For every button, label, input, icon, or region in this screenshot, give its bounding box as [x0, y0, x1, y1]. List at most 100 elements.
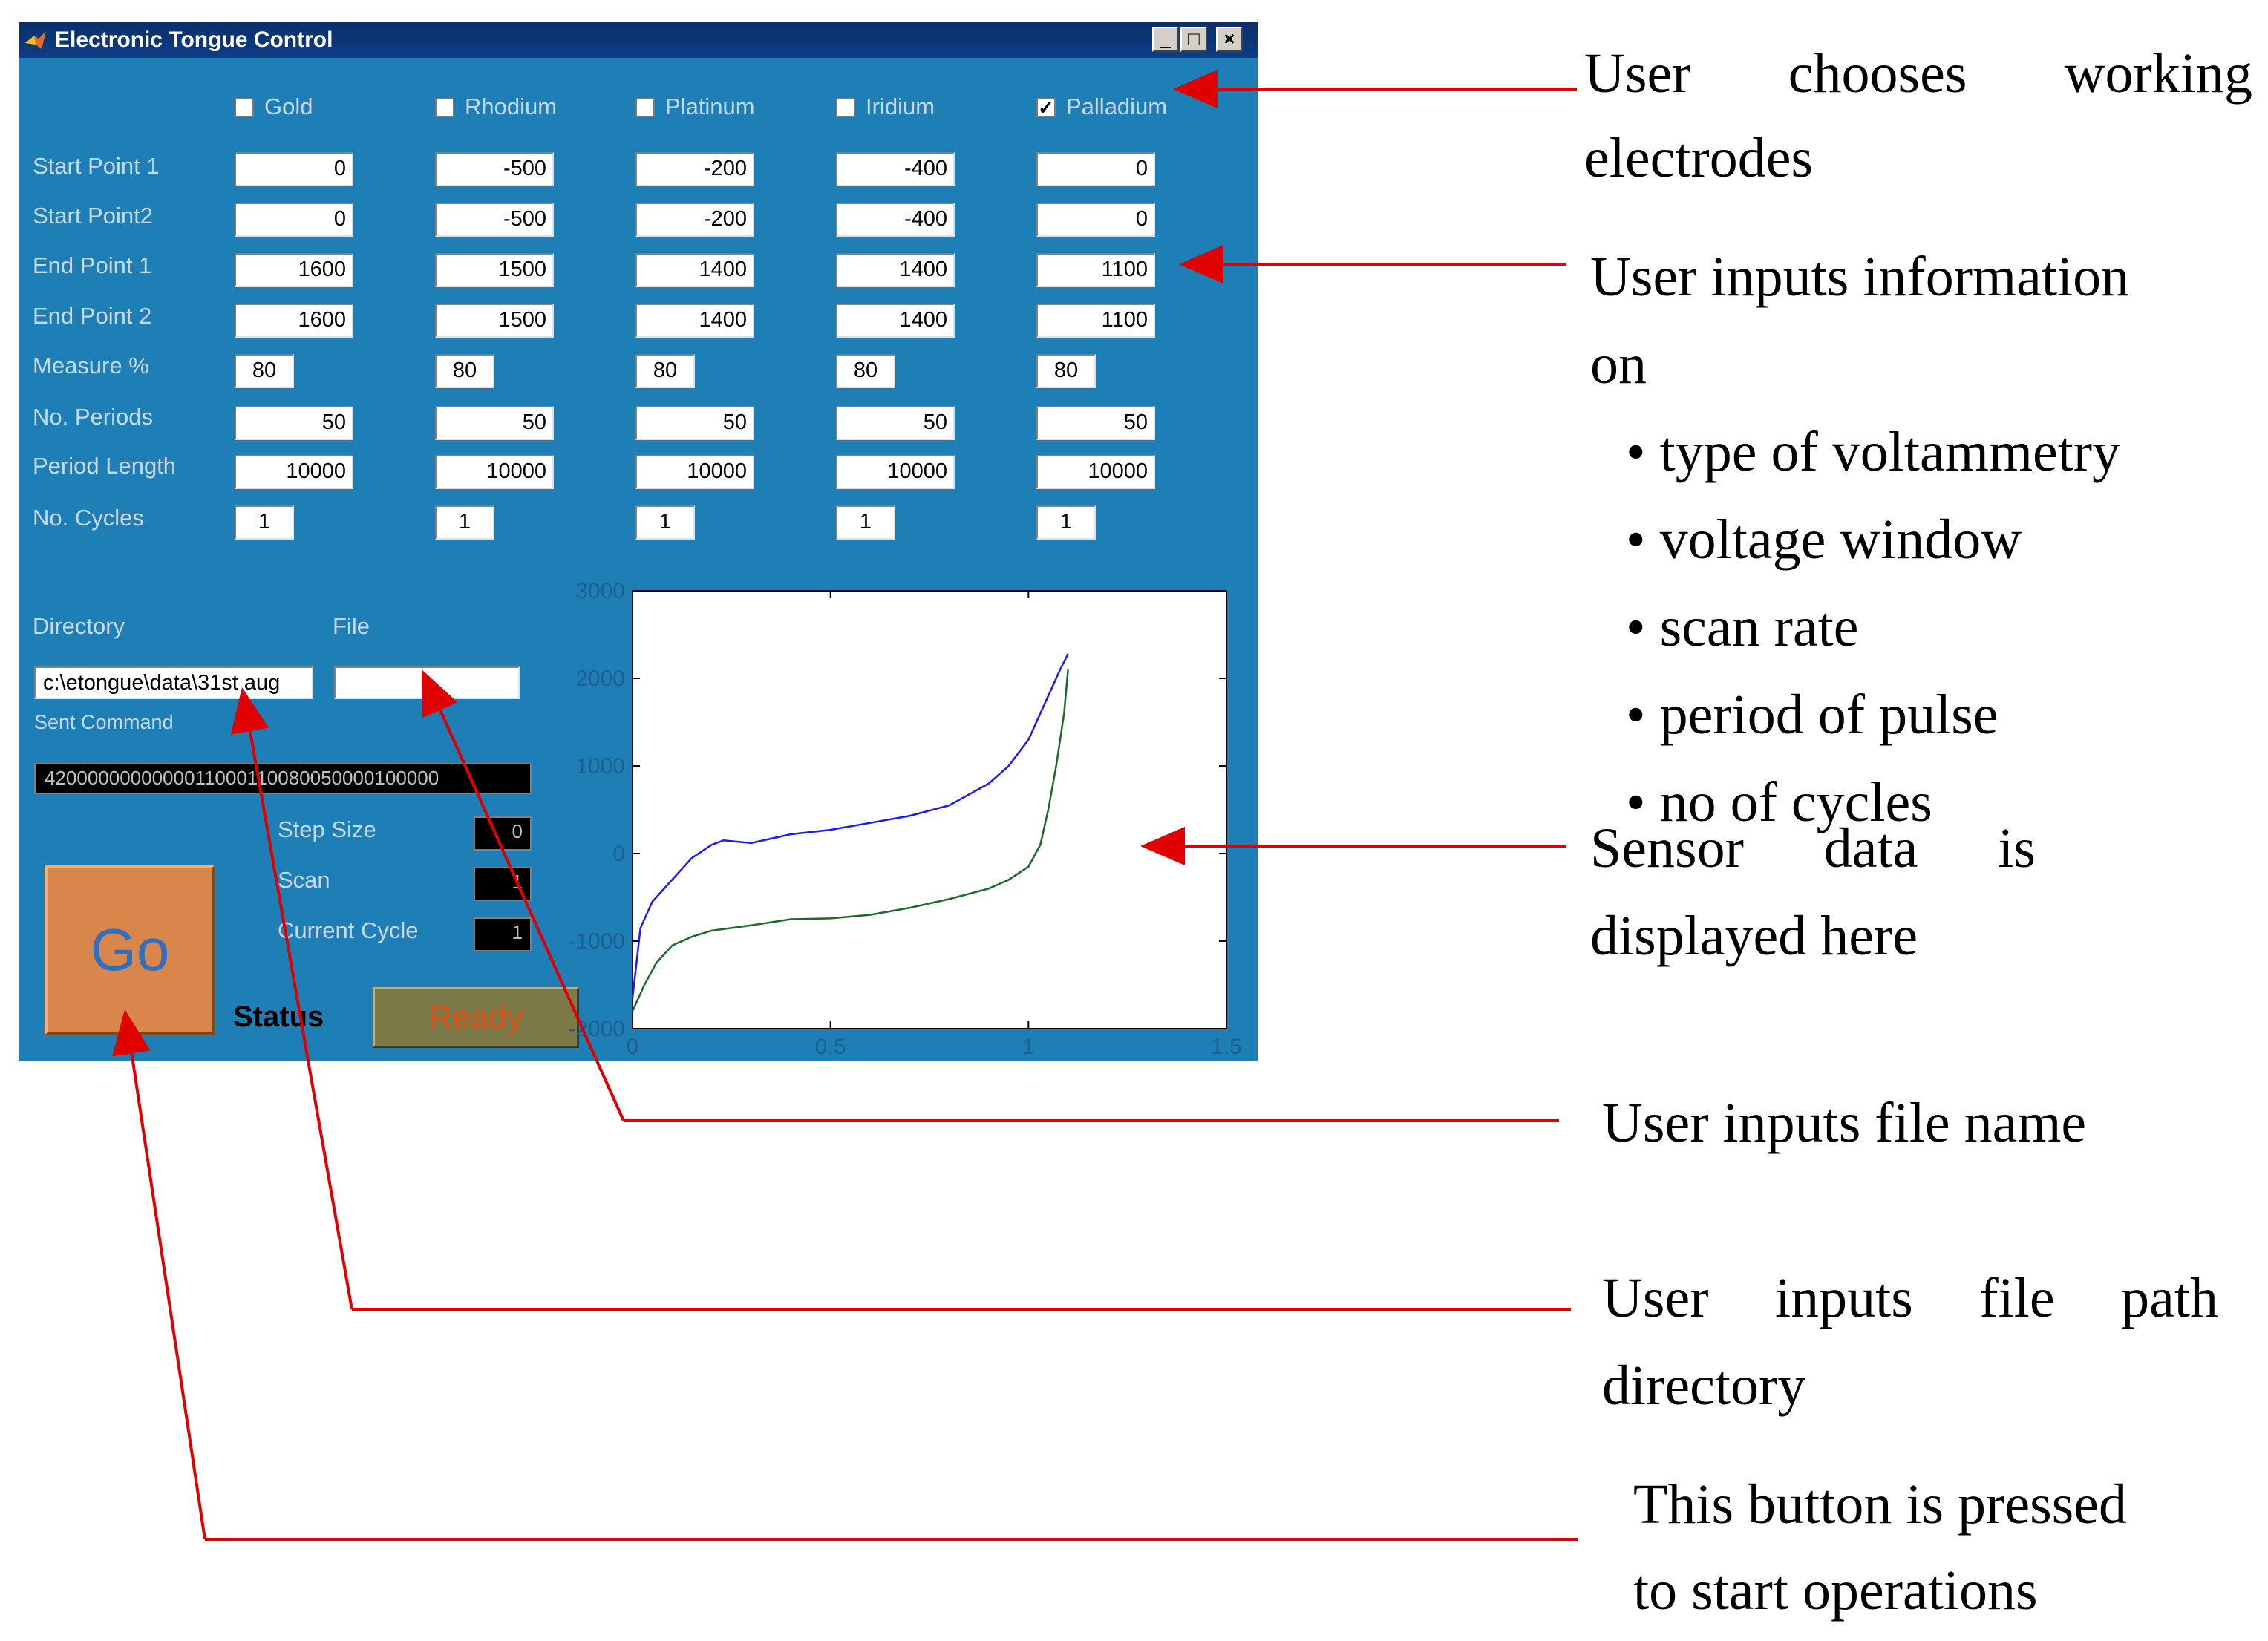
annotation-file-path-line-2: directory	[1602, 1355, 1806, 1417]
electrode-checkbox-rhodium[interactable]	[435, 98, 454, 117]
measure-input-platinum[interactable]: 80	[635, 354, 695, 388]
label-start-point-1: Start Point 1	[33, 153, 160, 179]
x-tick-label: 0	[627, 1035, 639, 1059]
status-indicator: Ready	[373, 987, 579, 1048]
period-length-input-iridium[interactable]: 10000	[836, 455, 955, 489]
end1-input-platinum[interactable]: 1400	[635, 253, 754, 287]
period-length-input-platinum[interactable]: 10000	[635, 455, 754, 489]
end2-input-rhodium[interactable]: 1500	[435, 304, 554, 338]
close-button[interactable]: ×	[1216, 27, 1243, 52]
measure-input-rhodium[interactable]: 80	[435, 354, 494, 388]
label-period-length: Period Length	[33, 453, 177, 479]
annotation-bullet-item: • no of cycles	[1626, 770, 1932, 835]
start1-input-rhodium[interactable]: -500	[435, 152, 554, 186]
cycles-input-iridium[interactable]: 1	[836, 505, 895, 540]
annotation-word: working	[2064, 42, 2252, 105]
arrow-head-inputs	[1179, 245, 1223, 284]
electrode-checkbox-platinum[interactable]	[635, 98, 655, 117]
arrow-head-electrodes	[1173, 70, 1218, 108]
start1-input-platinum[interactable]: -200	[635, 152, 754, 186]
y-tick-label: 1000	[575, 754, 625, 779]
label-end-point-1: End Point 1	[33, 252, 152, 278]
label-start-point-2: Start Point2	[33, 203, 153, 229]
electronic-tongue-window: Electronic Tongue Control _ □ × Start Po…	[19, 22, 1258, 1061]
minimize-button[interactable]: _	[1152, 27, 1179, 52]
annotation-bullet-item: • voltage window	[1626, 508, 2022, 572]
bullet-text: period of pulse	[1659, 684, 1999, 746]
cycles-input-platinum[interactable]: 1	[635, 505, 695, 540]
cycles-input-rhodium[interactable]: 1	[435, 505, 494, 540]
y-tick-label: -1000	[568, 929, 625, 954]
label-end-point-2: End Point 2	[33, 303, 152, 329]
start2-input-rhodium[interactable]: -500	[435, 203, 554, 237]
periods-input-palladium[interactable]: 50	[1036, 406, 1155, 440]
annotation-go-line-2: to start operations	[1633, 1559, 2038, 1622]
annotation-word: User	[1584, 42, 1691, 105]
current-cycle-display: 1	[474, 917, 532, 951]
electrode-checkbox-iridium[interactable]	[836, 98, 855, 117]
start1-input-palladium[interactable]: 0	[1036, 152, 1155, 186]
directory-label: Directory	[33, 613, 125, 639]
start2-input-gold[interactable]: 0	[235, 203, 353, 237]
annotation-bullet-item: • scan rate	[1626, 595, 1859, 660]
bullet-text: scan rate	[1659, 596, 1859, 658]
file-label: File	[333, 613, 370, 639]
bullet-text: no of cycles	[1659, 771, 1932, 833]
periods-input-rhodium[interactable]: 50	[435, 406, 554, 440]
electrode-label-palladium: Palladium	[1066, 94, 1168, 119]
series-line-1	[631, 653, 1069, 998]
annotation-file-name: User inputs file name	[1602, 1092, 2087, 1154]
periods-input-platinum[interactable]: 50	[635, 406, 754, 440]
status-label: Status	[233, 1000, 324, 1033]
current-cycle-label: Current Cycle	[278, 917, 419, 943]
electrode-checkbox-palladium[interactable]: ✓	[1036, 98, 1056, 117]
label-no-cycles: No. Cycles	[33, 505, 144, 531]
go-button[interactable]: Go	[45, 865, 215, 1035]
annotation-electrodes-line-1: User chooses working	[1584, 42, 2252, 106]
periods-input-gold[interactable]: 50	[235, 406, 353, 440]
annotation-word: is	[1998, 817, 2036, 880]
title-bar: Electronic Tongue Control _ □ ×	[19, 22, 1258, 58]
arrow-head-sensor	[1140, 827, 1185, 865]
bullet-icon: •	[1626, 596, 1660, 658]
annotation-word: file	[1979, 1267, 2055, 1329]
annotation-word: User	[1602, 1267, 1709, 1329]
measure-input-gold[interactable]: 80	[235, 354, 294, 388]
end2-input-platinum[interactable]: 1400	[635, 304, 754, 338]
period-length-input-palladium[interactable]: 10000	[1036, 455, 1155, 489]
x-tick-label: 1	[1022, 1035, 1035, 1059]
annotation-word: inputs	[1775, 1267, 1913, 1329]
end1-input-palladium[interactable]: 1100	[1036, 253, 1155, 287]
end1-input-gold[interactable]: 1600	[235, 253, 353, 287]
bullet-icon: •	[1626, 771, 1660, 833]
y-tick-label: 2000	[575, 666, 625, 691]
window-title: Electronic Tongue Control	[55, 27, 333, 52]
annotation-word: chooses	[1788, 42, 1967, 105]
end2-input-palladium[interactable]: 1100	[1036, 304, 1155, 338]
cycles-input-palladium[interactable]: 1	[1036, 505, 1096, 540]
period-length-input-gold[interactable]: 10000	[235, 455, 353, 489]
bullet-icon: •	[1626, 421, 1660, 483]
arrow-file-name-d	[437, 704, 625, 1121]
measure-input-iridium[interactable]: 80	[836, 354, 895, 388]
cycles-input-gold[interactable]: 1	[235, 505, 294, 540]
maximize-button[interactable]: □	[1180, 27, 1207, 52]
start1-input-gold[interactable]: 0	[235, 152, 353, 186]
start1-input-iridium[interactable]: -400	[836, 152, 955, 186]
periods-input-iridium[interactable]: 50	[836, 406, 955, 440]
period-length-input-rhodium[interactable]: 10000	[435, 455, 554, 489]
end1-input-rhodium[interactable]: 1500	[435, 253, 554, 287]
scan-label: Scan	[278, 867, 330, 893]
end2-input-gold[interactable]: 1600	[235, 304, 353, 338]
start2-input-platinum[interactable]: -200	[635, 203, 754, 237]
start2-input-palladium[interactable]: 0	[1036, 203, 1155, 237]
directory-input[interactable]: c:\etongue\data\31st aug	[34, 666, 313, 699]
start2-input-iridium[interactable]: -400	[836, 203, 955, 237]
end2-input-iridium[interactable]: 1400	[836, 304, 955, 338]
measure-input-palladium[interactable]: 80	[1036, 354, 1096, 388]
end1-input-iridium[interactable]: 1400	[836, 253, 955, 287]
electrode-checkbox-gold[interactable]	[235, 98, 254, 117]
